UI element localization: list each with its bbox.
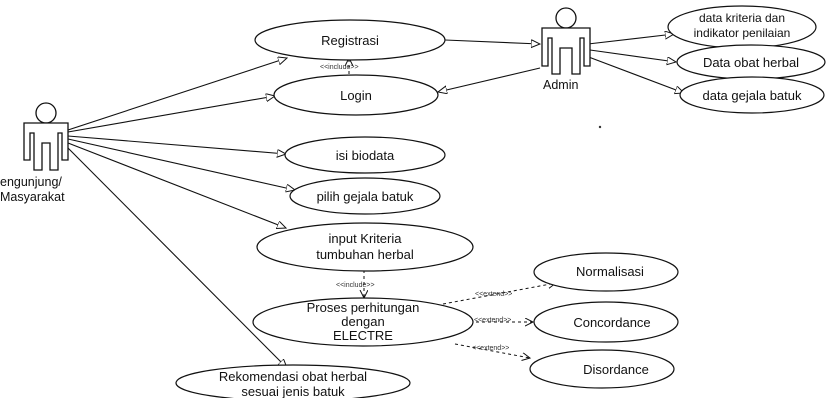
use-case-registrasi[interactable]: Registrasi bbox=[254, 19, 446, 61]
use-case-data-kriteria[interactable]: data kriteria dan indikator penilaian bbox=[667, 5, 817, 49]
visitor-label-line2: Masyarakat bbox=[0, 190, 65, 204]
use-case-rekomendasi[interactable]: Rekomendasi obat herbal sesuai jenis bat… bbox=[175, 364, 411, 402]
pilih-gejala-label: pilih gejala batuk bbox=[317, 189, 414, 204]
use-case-disordance[interactable]: Disordance bbox=[529, 349, 675, 389]
data-obat-label: Data obat herbal bbox=[703, 55, 799, 70]
extend-label-concordance: <<extend>> bbox=[474, 317, 511, 324]
assoc-registrasi bbox=[67, 58, 287, 131]
input-kriteria-label-line2: tumbuhan herbal bbox=[316, 247, 414, 262]
concordance-label: Concordance bbox=[573, 315, 650, 330]
admin-head-icon bbox=[555, 7, 577, 29]
assoc-rekomendasi bbox=[67, 147, 287, 368]
visitor-head-icon bbox=[35, 102, 57, 124]
data-kriteria-label-line1: data kriteria dan bbox=[699, 11, 785, 25]
use-case-data-obat[interactable]: Data obat herbal bbox=[676, 44, 826, 80]
visitor-body-icon bbox=[23, 122, 69, 171]
normalisasi-label: Normalisasi bbox=[576, 264, 644, 279]
rekomendasi-label-line1: Rekomendasi obat herbal bbox=[219, 369, 367, 384]
assoc-admin-login bbox=[438, 67, 541, 92]
admin-body-icon bbox=[541, 27, 591, 75]
assoc-admin-data-kriteria bbox=[587, 34, 674, 45]
proses-label-line1: Proses perhitungan bbox=[307, 300, 420, 315]
login-label: Login bbox=[340, 88, 372, 103]
rekomendasi-label-line2: sesuai jenis batuk bbox=[241, 384, 345, 398]
dependency-relations: <<include>> <<include>> <<extend>> <<ext… bbox=[320, 58, 556, 358]
admin-label: Admin bbox=[543, 78, 578, 92]
assoc-input-kriteria bbox=[67, 142, 286, 228]
assoc-admin-data-obat bbox=[589, 49, 676, 62]
use-case-data-gejala[interactable]: data gejala batuk bbox=[679, 76, 825, 114]
extend-label-disordance: <<extend>> bbox=[472, 345, 509, 352]
use-case-isi-biodata[interactable]: isi biodata bbox=[284, 136, 446, 174]
assoc-admin-data-gejala bbox=[585, 55, 684, 93]
use-case-pilih-gejala[interactable]: pilih gejala batuk bbox=[289, 177, 441, 215]
extend-normalisasi bbox=[442, 283, 556, 305]
extend-label-normalisasi: <<extend>> bbox=[475, 291, 512, 298]
assoc-isi-biodata bbox=[67, 135, 286, 154]
extend-disordance bbox=[454, 343, 530, 358]
use-case-input-kriteria[interactable]: input Kriteria tumbuhan herbal bbox=[256, 222, 474, 272]
include-label-proses: <<include>> bbox=[336, 282, 375, 289]
data-gejala-label: data gejala batuk bbox=[702, 88, 802, 103]
input-kriteria-label-line1: input Kriteria bbox=[329, 231, 403, 246]
use-case-normalisasi[interactable]: Normalisasi bbox=[533, 252, 679, 292]
admin-actor bbox=[541, 7, 591, 75]
proses-label-line2: dengan bbox=[341, 314, 384, 329]
proses-label-line3: ELECTRE bbox=[333, 328, 393, 343]
visitor-associations bbox=[67, 58, 295, 368]
disordance-label: Disordance bbox=[583, 362, 649, 377]
use-case-login[interactable]: Login bbox=[273, 74, 439, 116]
assoc-pilih-gejala bbox=[67, 138, 295, 190]
assoc-login bbox=[67, 96, 275, 133]
isi-biodata-label: isi biodata bbox=[336, 148, 395, 163]
assoc-admin-registrasi bbox=[444, 39, 540, 44]
registrasi-label: Registrasi bbox=[321, 33, 379, 48]
admin-associations bbox=[438, 34, 684, 93]
include-label-login: <<include>> bbox=[320, 64, 359, 71]
use-case-proses-electre[interactable]: Proses perhitungan dengan ELECTRE bbox=[252, 297, 474, 347]
data-kriteria-label-line2: indikator penilaian bbox=[694, 26, 791, 40]
visitor-label-line1: engunjung/ bbox=[0, 175, 62, 189]
stray-dot bbox=[598, 125, 602, 129]
use-case-concordance[interactable]: Concordance bbox=[533, 301, 679, 343]
visitor-actor bbox=[23, 102, 69, 171]
